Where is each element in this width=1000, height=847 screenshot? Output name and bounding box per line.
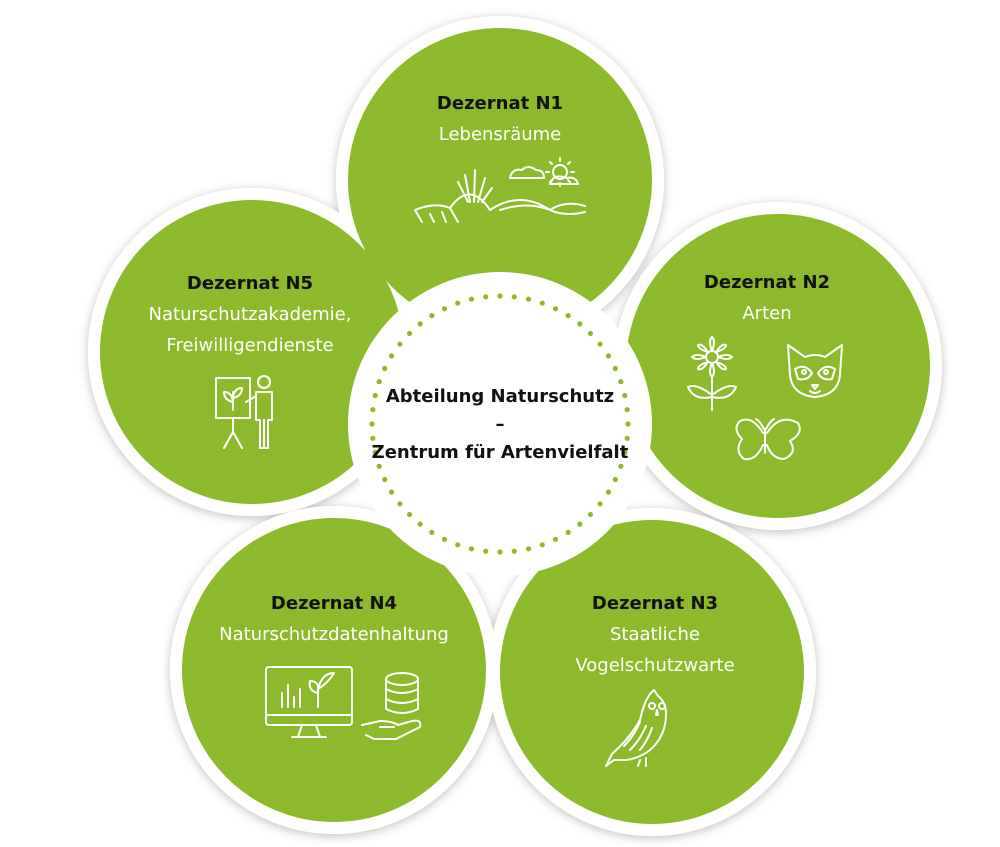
center-ring-dot [577, 521, 583, 527]
center-title: Abteilung Naturschutz – Zentrum für Arte… [350, 383, 650, 467]
center-ring-dot [441, 306, 448, 312]
petal-n3-subtitle-1: Staatliche [610, 624, 700, 645]
center-dash: – [495, 414, 505, 435]
center-ring-dot [497, 549, 503, 555]
petal-n2-title: Dezernat N2 [703, 272, 831, 293]
petal-n2-icons [687, 336, 843, 461]
petal-n1-label: Dezernat N1 Lebensräume [335, 88, 665, 150]
center-ring-dot [565, 313, 571, 319]
center-ring-dot [441, 536, 448, 542]
petal-n2-subtitle: Arten [742, 303, 792, 324]
petal-n3-label: Dezernat N3 Staatliche Vogelschutzwarte [490, 588, 820, 681]
center-ring-dot [372, 392, 378, 399]
center-dotted-ring [369, 293, 631, 555]
center-ring-dot [622, 392, 628, 399]
center-ring-dot [539, 542, 545, 548]
center-ring-dot [455, 542, 461, 548]
center-ring-dot [605, 353, 612, 359]
center-ring-dot [618, 463, 624, 469]
petal-n4-label: Dezernat N4 Naturschutzdatenhaltung [169, 588, 499, 650]
petal-n4-icons [265, 666, 422, 740]
landscape-icon [414, 157, 586, 223]
center-ring-dot [597, 501, 603, 507]
center-ring-dot [406, 330, 413, 337]
center-ring-dot [612, 365, 618, 372]
center-circle [360, 284, 640, 564]
center-ring-dot [429, 529, 435, 536]
center-ring-dot [429, 313, 435, 319]
petal-n4-circle [182, 518, 486, 822]
petal-n2-circle [626, 214, 930, 518]
center-ring-dot [397, 341, 403, 347]
center-ring-dot [622, 449, 628, 456]
center-ring-dot [370, 435, 376, 441]
petal-n5-label: Dezernat N5 Naturschutzakademie, Freiwil… [85, 268, 415, 361]
petal-n3-circle [500, 520, 804, 824]
flower-icon [687, 336, 737, 411]
petal-n3-title: Dezernat N3 [591, 593, 719, 614]
petal-n1-subtitle: Lebensräume [438, 124, 562, 145]
center-ring-dot [376, 379, 382, 385]
center-ring-dot [468, 296, 475, 302]
center-ring-dot [376, 463, 382, 469]
center-ring-dot [587, 330, 594, 337]
petal-n2-label: Dezernat N2 Arten [602, 267, 932, 329]
center-ring-dot [539, 300, 545, 306]
center-ring-dot [497, 293, 503, 299]
petal-n4-title: Dezernat N4 [270, 593, 398, 614]
petal-n5-circle [100, 200, 404, 504]
petal-n5-title: Dezernat N5 [186, 273, 314, 294]
petal-n5-subtitle-1: Naturschutzakademie, [148, 304, 352, 325]
center-ring-dot [624, 407, 630, 413]
center-ring-dot [468, 546, 475, 552]
center-ring-dot [382, 365, 388, 372]
raccoon-icon [787, 344, 843, 398]
center-ring-dot [370, 407, 376, 413]
center-ring-dot [552, 536, 559, 542]
database-hand-icon [361, 672, 422, 740]
petal-n1-circle [348, 28, 652, 332]
center-ring-dot [389, 489, 395, 495]
center-ring-dot [565, 529, 571, 536]
center-ring-dot [372, 449, 378, 456]
center-ring-dot [587, 511, 594, 518]
center-ring-dot [406, 511, 413, 518]
butterfly-icon [735, 418, 801, 461]
owl-icon [605, 689, 667, 767]
center-ring-dot [525, 296, 532, 302]
center-ring-dot [369, 421, 375, 427]
center-ring-dot [417, 321, 423, 327]
center-ring-dot [612, 476, 618, 483]
monitor-chart-icon [265, 666, 353, 738]
center-ring-dot [483, 294, 489, 300]
center-ring-dot [624, 435, 630, 441]
presenter-icon [215, 375, 273, 449]
center-ring-dot [605, 489, 612, 495]
center-ring-dot [511, 294, 517, 300]
center-ring-dot [525, 546, 532, 552]
petal-n1-title: Dezernat N1 [436, 93, 564, 114]
center-ring-dot [597, 341, 603, 347]
center-ring-dot [397, 501, 403, 507]
center-ring-dot [483, 548, 489, 554]
center-line-1: Abteilung Naturschutz [385, 386, 615, 407]
center-line-2: Zentrum für Artenvielfalt [371, 442, 629, 463]
center-ring-dot [552, 306, 559, 312]
petal-n5-subtitle-2: Freiwilligendienste [166, 335, 334, 356]
center-ring-dot [417, 521, 423, 527]
center-ring-dot [618, 379, 624, 385]
center-ring-dot [455, 300, 461, 306]
center-ring-dot [625, 421, 631, 427]
petal-n3-subtitle-2: Vogelschutzwarte [575, 655, 735, 676]
center-ring-dot [389, 353, 395, 359]
center-ring-dot [511, 548, 517, 554]
petal-n4-subtitle: Naturschutzdatenhaltung [219, 624, 449, 645]
center-ring-dot [577, 321, 583, 327]
center-ring-dot [382, 476, 388, 483]
